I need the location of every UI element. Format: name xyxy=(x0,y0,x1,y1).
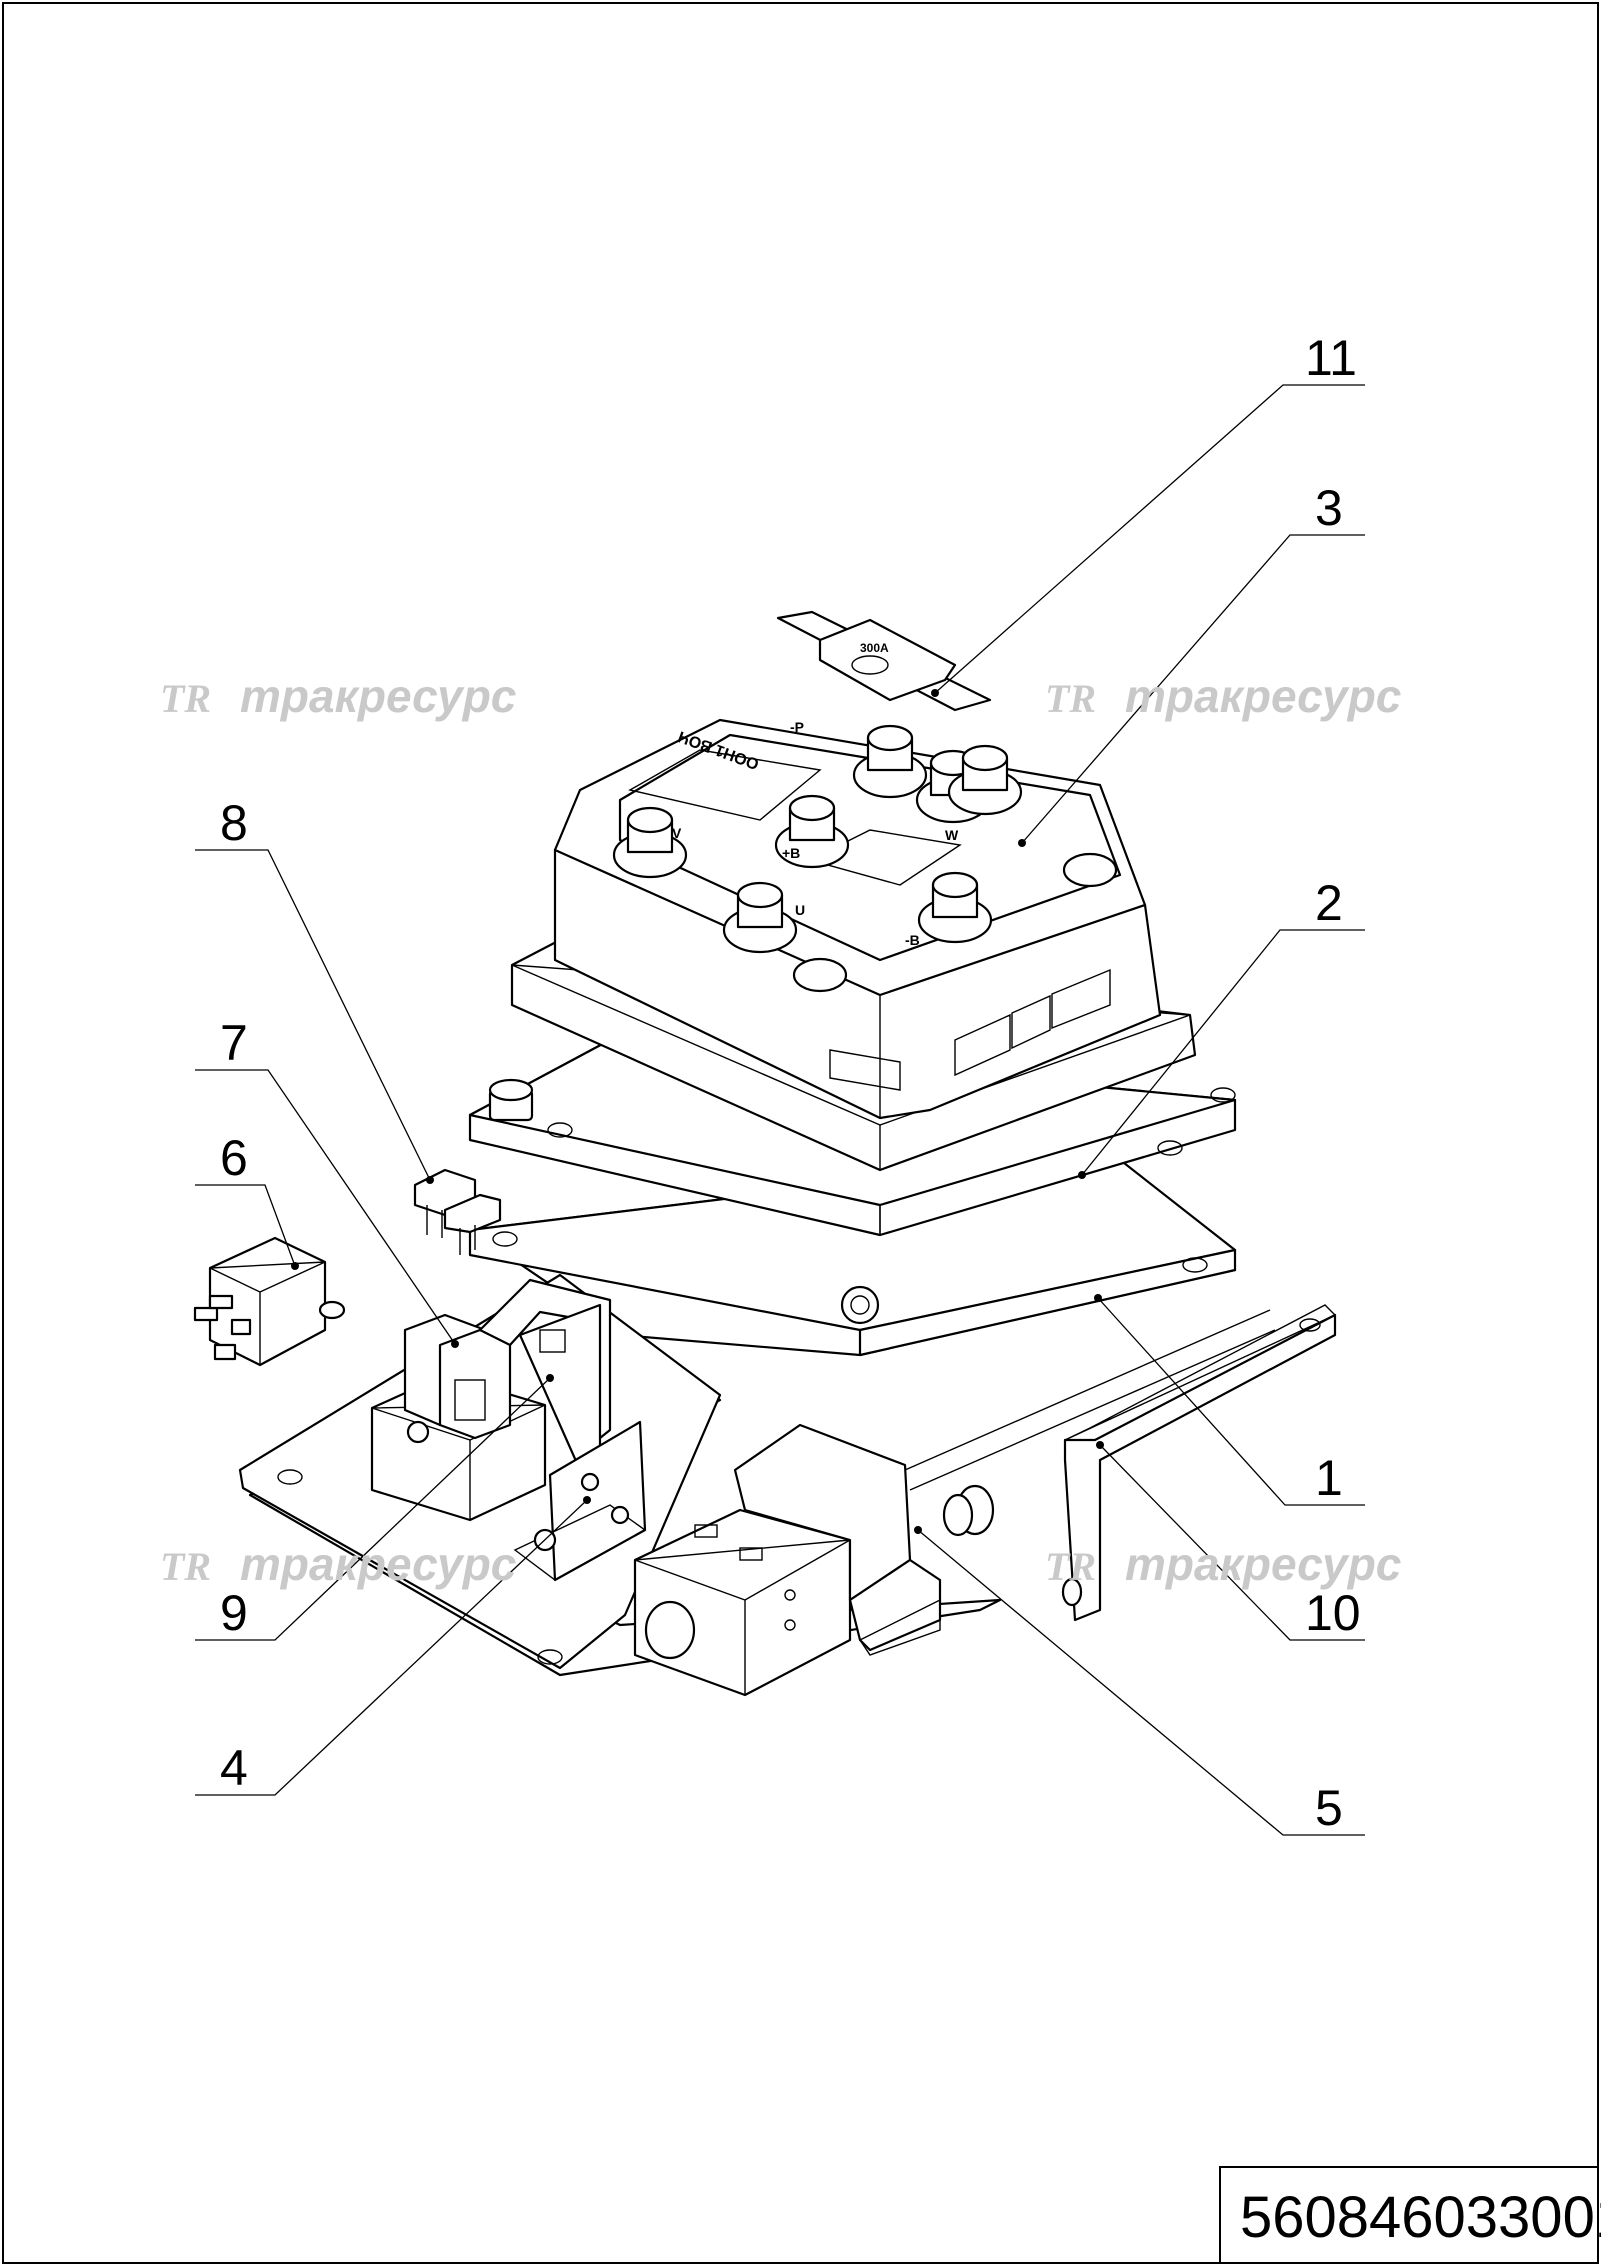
callout-4: 4 xyxy=(220,1740,248,1796)
terminal-u-label: U xyxy=(795,902,805,918)
part-5-contactor xyxy=(633,1309,1276,1697)
svg-text:тракресурс: тракресурс xyxy=(1125,670,1401,722)
part-3-motor-controller: OOH1 ВОЧ V +B U -B W -P xyxy=(510,718,1197,1172)
terminal-plus-b-label: +B xyxy=(782,845,800,861)
part-11-fuse: 300A xyxy=(776,610,992,712)
callout-7: 7 xyxy=(220,1015,248,1071)
part-8-blade-fuses xyxy=(413,1168,502,1255)
terminal-p-label: -P xyxy=(790,719,804,735)
callout-6: 6 xyxy=(220,1130,248,1186)
svg-text:TR: TR xyxy=(1045,676,1096,721)
callout-9: 9 xyxy=(220,1585,248,1641)
watermark-top-left: TR тракресурс xyxy=(160,670,516,722)
callout-leaders xyxy=(195,384,1365,1836)
svg-text:TR: TR xyxy=(1045,1544,1096,1589)
part-10-busbar xyxy=(1061,1304,1337,1622)
callout-1: 1 xyxy=(1315,1450,1343,1506)
watermark-bottom-right: TR тракресурс xyxy=(1045,1538,1401,1590)
svg-text:TR: TR xyxy=(160,676,211,721)
callout-8: 8 xyxy=(220,795,248,851)
part-7-fuse-holders xyxy=(370,1313,547,1522)
svg-text:тракресурс: тракресурс xyxy=(240,1538,516,1590)
document-number: 560846033001 xyxy=(1240,2185,1601,2250)
watermark-top-right: TR тракресурс xyxy=(1045,670,1401,722)
svg-text:TR: TR xyxy=(160,1544,211,1589)
callout-2: 2 xyxy=(1315,875,1343,931)
callout-10: 10 xyxy=(1305,1585,1361,1641)
terminal-minus-b-label: -B xyxy=(905,932,920,948)
svg-text:тракресурс: тракресурс xyxy=(1125,1538,1401,1590)
document-number-box: 560846033001 xyxy=(1219,2166,1601,2264)
fuse-rating-marking: 300A xyxy=(860,641,889,655)
callout-3: 3 xyxy=(1315,480,1343,536)
terminal-v-label: V xyxy=(672,825,682,841)
controller-terminal-bolts xyxy=(612,724,1023,954)
part-6-relay xyxy=(193,1236,346,1367)
watermark-bottom-left: TR тракресурс xyxy=(160,1538,516,1590)
callout-labels: 11 3 2 1 10 5 4 9 6 7 8 xyxy=(220,330,1361,1836)
svg-text:тракресурс: тракресурс xyxy=(240,670,516,722)
callout-11: 11 xyxy=(1305,330,1357,386)
callout-5: 5 xyxy=(1315,1780,1343,1836)
terminal-w-label: W xyxy=(945,827,959,843)
controller-connectors xyxy=(829,968,1111,1091)
